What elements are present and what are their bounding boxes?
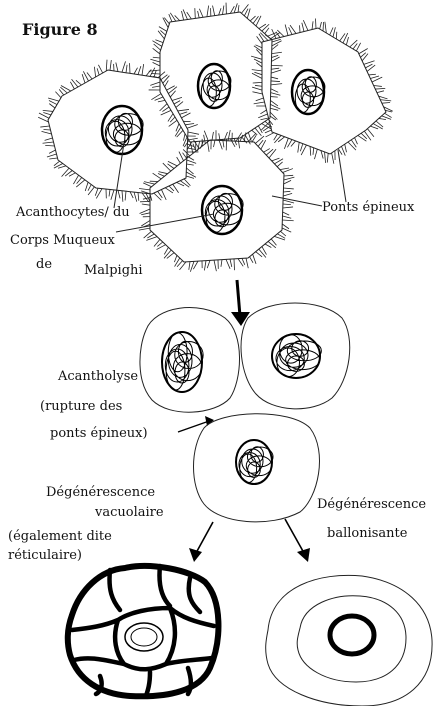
nucleus-right [292,70,325,114]
acantholytic-nucleus-right [272,334,321,378]
label-acantholyse: Acantholyse [58,370,138,383]
leader-ponts-epineux-2 [272,196,322,206]
label-rupture-1: (rupture des [40,400,122,413]
label-degen-vacuolaire-2: vacuolaire [95,506,164,519]
acantholytic-nuclei [162,332,321,392]
acanthocyte-nuclei [102,64,325,234]
central-nucleus [236,440,273,484]
label-degen-ballon-1: Dégénérescence [317,498,426,511]
acantholytic-nucleus-left [162,332,203,392]
reticular-cell [68,566,219,696]
nucleus-center [202,186,243,234]
label-acanthocytes: Acanthocytes/ du [16,206,130,219]
arrowhead-rupture [205,416,214,426]
label-ponts-epineux: Ponts épineux [322,201,414,214]
nucleus-left [102,106,143,154]
nucleus-top [198,64,231,108]
label-rupture-2: ponts épineux) [50,427,148,440]
label-malpighi: Malpighi [84,264,143,277]
acanthocyte-cell-top [149,3,283,152]
ballooning-cell [266,575,432,706]
label-de: de [36,258,52,271]
arrowhead-vacuolaire [189,548,202,562]
label-reticulaire-1: (également dite [8,530,112,543]
label-degen-vacuolaire-1: Dégénérescence [46,486,155,499]
arrow-vacuolaire [196,522,213,553]
arrow-to-acantholyse [237,280,240,316]
arrowhead-ballonisante [297,548,310,562]
figure-title: Figure 8 [22,22,98,38]
central-nucleus-shape [236,440,273,484]
leader-ponts-epineux-1 [338,150,346,202]
label-reticulaire-2: réticulaire) [8,549,82,562]
label-corps-muqueux: Corps Muqueux [10,234,115,247]
label-degen-ballon-2: ballonisante [327,527,407,540]
acanthocyte-cells [38,3,393,272]
leader-acanthocytes-2 [116,214,214,232]
arrow-ballonisante [285,519,304,553]
